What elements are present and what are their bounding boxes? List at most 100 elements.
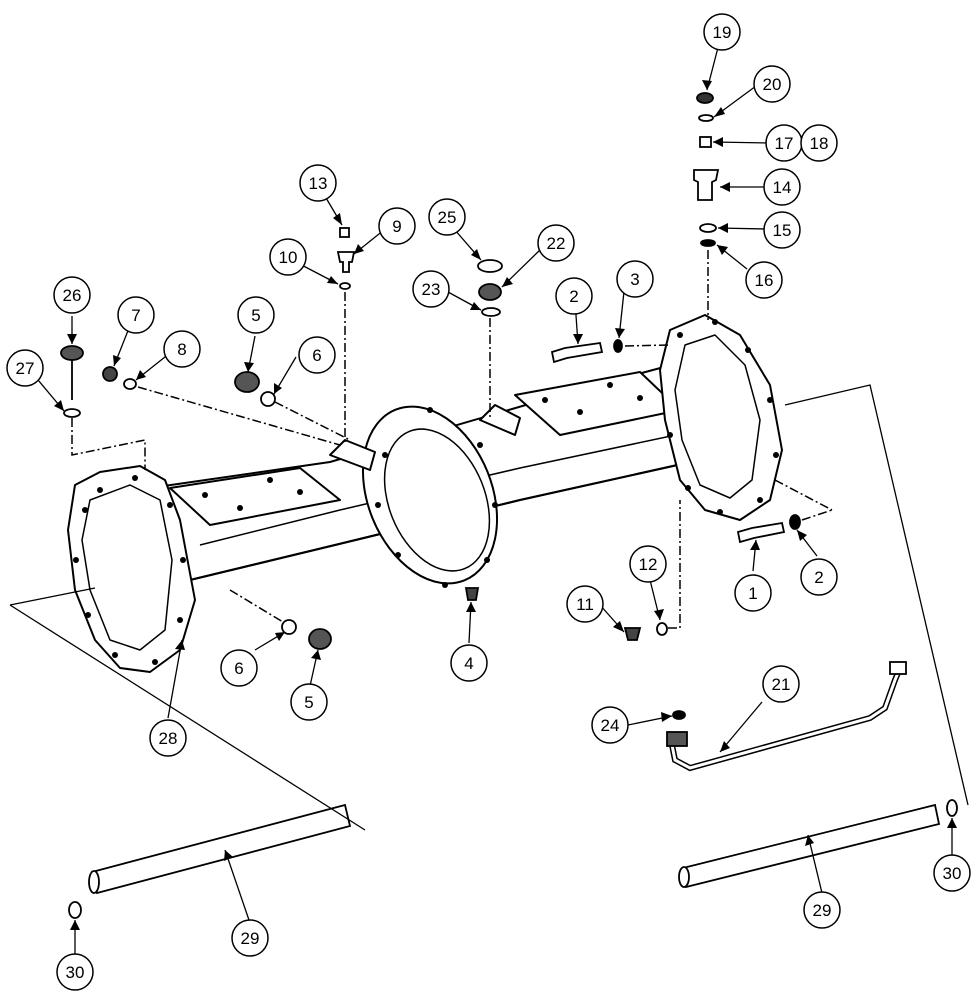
callout-circle <box>412 270 450 308</box>
callout-29: 29 <box>231 919 269 957</box>
callout-2: 2 <box>800 558 838 596</box>
callout-16: 16 <box>745 261 783 299</box>
callout-28: 28 <box>149 719 187 757</box>
part-12-oring <box>656 622 668 636</box>
callout-label: 24 <box>601 716 620 735</box>
callout-circle <box>763 168 801 206</box>
callout-circle <box>220 649 258 687</box>
callout-label: 2 <box>814 568 823 587</box>
callout-label: 19 <box>713 23 732 42</box>
callout-4: 4 <box>450 644 488 682</box>
part-6-oring-lower <box>281 619 297 635</box>
axle-housing <box>67 314 783 673</box>
callout-label: 13 <box>309 174 328 193</box>
callout-label: 8 <box>177 340 186 359</box>
callout-label: 1 <box>748 584 757 603</box>
part-15-oring <box>699 223 717 233</box>
callout-30: 30 <box>933 854 971 892</box>
part-26-cap <box>60 345 84 361</box>
callout-5: 5 <box>237 296 275 334</box>
callout-label: 6 <box>234 659 243 678</box>
part-2-washer-lower <box>789 514 801 530</box>
callout-circle <box>734 574 772 612</box>
part-24-washer <box>672 710 686 720</box>
callout-circle <box>231 919 269 957</box>
callout-circle <box>591 706 629 744</box>
part-29-shaft-left <box>90 803 352 895</box>
callout-label: 30 <box>66 963 85 982</box>
callout-label: 6 <box>312 346 321 365</box>
callout-label: 11 <box>576 595 594 614</box>
callout-circle <box>117 296 155 334</box>
callout-circle <box>6 349 44 387</box>
callout-17: 17 <box>765 124 803 162</box>
callout-11: 11 <box>566 585 604 623</box>
part-11-plug <box>623 627 642 641</box>
callout-12: 12 <box>629 545 667 583</box>
callout-22: 22 <box>537 224 575 262</box>
callout-label: 10 <box>279 248 298 267</box>
callout-circle <box>629 545 667 583</box>
part-19-plug <box>696 92 714 104</box>
callout-24: 24 <box>591 706 629 744</box>
callout-5: 5 <box>290 683 328 721</box>
part-27-oring <box>63 408 81 418</box>
callout-26: 26 <box>53 276 91 314</box>
part-23-oring <box>481 307 501 317</box>
callout-30: 30 <box>56 953 94 991</box>
callout-14: 14 <box>763 168 801 206</box>
callout-23: 23 <box>412 270 450 308</box>
part-2-bolt-upper <box>550 341 604 364</box>
callout-label: 18 <box>810 134 829 153</box>
callout-circle <box>616 260 654 298</box>
alignment-lines <box>71 250 833 629</box>
part-5-plug-upper <box>234 371 260 393</box>
callout-circle <box>566 585 604 623</box>
callout-label: 15 <box>773 221 792 240</box>
callout-circle <box>56 953 94 991</box>
callout-circle <box>753 65 791 103</box>
callout-label: 23 <box>422 280 441 299</box>
part-16-washer <box>700 239 716 247</box>
callout-label: 16 <box>755 271 774 290</box>
callout-18: 18 <box>800 124 838 162</box>
callout-29: 29 <box>803 891 841 929</box>
callout-19: 19 <box>703 13 741 51</box>
callout-label: 9 <box>392 217 401 236</box>
part-13-cap <box>339 227 350 238</box>
part-9-breather <box>336 251 356 273</box>
part-1-bolt-lower <box>736 521 786 544</box>
part-7-plug <box>102 366 118 382</box>
part-5-plug-lower <box>308 628 332 650</box>
callout-circle <box>53 276 91 314</box>
part-8-oring <box>123 378 137 390</box>
section-lines <box>9 384 969 831</box>
callout-9: 9 <box>378 207 416 245</box>
callout-1: 1 <box>734 574 772 612</box>
callout-label: 25 <box>438 208 457 227</box>
callout-circle <box>762 665 800 703</box>
part-14-valve <box>693 169 720 201</box>
callout-label: 7 <box>131 306 140 325</box>
callout-20: 20 <box>753 65 791 103</box>
callout-15: 15 <box>763 211 801 249</box>
callout-circle <box>933 854 971 892</box>
callout-label: 5 <box>251 306 260 325</box>
callout-label: 4 <box>464 654 473 673</box>
callout-circle <box>803 891 841 929</box>
callout-label: 2 <box>569 287 578 306</box>
callout-27: 27 <box>6 349 44 387</box>
callout-label: 21 <box>772 675 791 694</box>
callout-label: 5 <box>304 693 313 712</box>
callout-circle <box>290 683 328 721</box>
callout-circle <box>450 644 488 682</box>
callout-circle <box>537 224 575 262</box>
callout-circle <box>378 207 416 245</box>
callout-label: 22 <box>547 234 566 253</box>
callout-circle <box>299 164 337 202</box>
callout-label: 29 <box>241 929 260 948</box>
callout-label: 3 <box>630 270 639 289</box>
callout-label: 14 <box>773 178 792 197</box>
